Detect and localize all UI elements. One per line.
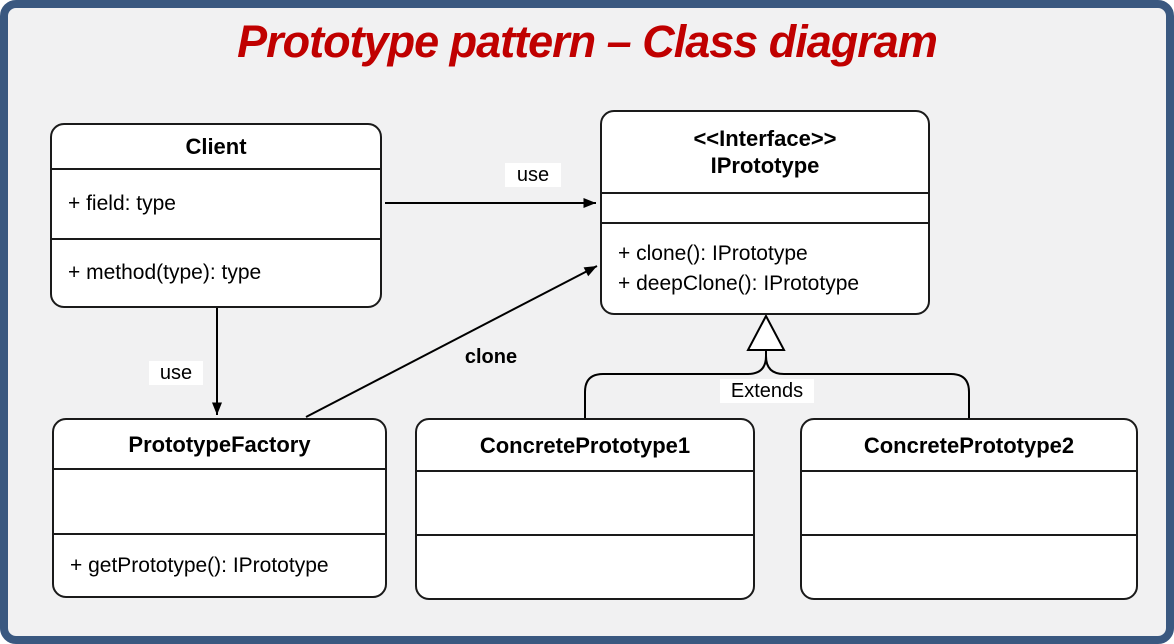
class-methods xyxy=(802,534,1136,598)
class-fields xyxy=(802,470,1136,534)
method-row: + clone(): IPrototype xyxy=(618,241,808,265)
class-fields xyxy=(417,470,753,534)
class-name: ConcretePrototype1 xyxy=(479,432,691,458)
relationship-label-clone: clone xyxy=(464,346,518,368)
class-name: ConcretePrototype2 xyxy=(863,432,1075,458)
method-row: + deepClone(): IPrototype xyxy=(618,271,860,295)
class-methods: + method(type): type xyxy=(52,238,380,306)
generalization-triangle-icon xyxy=(746,313,786,351)
class-client: Client + field: type + method(type): typ… xyxy=(50,123,382,308)
class-header: <<Interface>> IPrototype xyxy=(602,112,928,192)
diagram-title: Prototype pattern – Class diagram xyxy=(237,16,938,67)
relationship-label-use-client-factory: use xyxy=(149,361,203,385)
class-methods: + clone(): IPrototype + deepClone(): IPr… xyxy=(602,222,928,313)
relationship-label-extends: Extends xyxy=(720,379,814,403)
class-name: Client xyxy=(185,134,247,159)
dependency-arrow-factory-iprototype xyxy=(305,265,598,418)
class-fields xyxy=(602,192,928,222)
method-row: + method(type): type xyxy=(68,261,262,284)
method-row: + getPrototype(): IPrototype xyxy=(70,553,329,577)
class-name: IPrototype xyxy=(710,153,820,178)
class-concreteprototype1: ConcretePrototype1 xyxy=(415,418,755,600)
class-fields xyxy=(54,468,385,533)
generalization-bracket-left xyxy=(584,350,767,418)
stereotype-label: <<Interface>> xyxy=(693,126,837,151)
field-row: + field: type xyxy=(68,192,176,215)
interface-iprototype: <<Interface>> IPrototype + clone(): IPro… xyxy=(600,110,930,315)
generalization-bracket-right xyxy=(765,355,970,418)
class-methods: + getPrototype(): IPrototype xyxy=(54,533,385,596)
class-fields: + field: type xyxy=(52,168,380,238)
class-prototypefactory: PrototypeFactory + getPrototype(): IProt… xyxy=(52,418,387,598)
class-methods xyxy=(417,534,753,598)
class-concreteprototype2: ConcretePrototype2 xyxy=(800,418,1138,600)
class-name: PrototypeFactory xyxy=(128,431,311,457)
relationship-label-use-client-iprototype: use xyxy=(505,163,561,187)
